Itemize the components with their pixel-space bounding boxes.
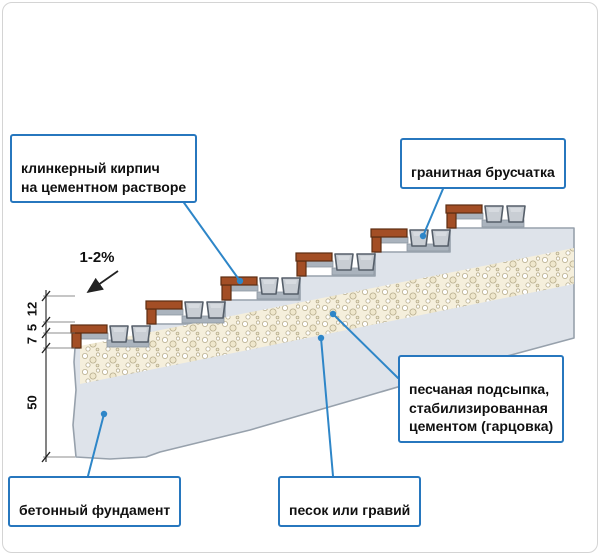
callout-sand-bedding-label: песчаная подсыпка, стабилизированная цем… bbox=[409, 381, 554, 435]
leader-dot bbox=[100, 410, 108, 418]
callout-granite-pavers: гранитная брусчатка bbox=[400, 138, 566, 189]
step-finish-6 bbox=[445, 204, 526, 229]
leader-dot bbox=[329, 310, 337, 318]
dimension-tick bbox=[41, 342, 51, 354]
callout-granite-pavers-label: гранитная брусчатка bbox=[411, 164, 555, 181]
dimension-tick bbox=[41, 290, 51, 302]
sand-cement-band bbox=[80, 248, 574, 384]
callout-sand-or-gravel-label: песок или гравий bbox=[289, 502, 411, 519]
step-finish-5 bbox=[370, 228, 451, 253]
dimension-tick bbox=[41, 451, 51, 463]
callout-concrete-foundation-label: бетонный фундамент bbox=[19, 502, 171, 519]
dimension-value-50: 50 bbox=[24, 395, 39, 409]
dimension-tick bbox=[41, 316, 51, 328]
dimension-value-5: 5 bbox=[24, 324, 39, 331]
leader-sand-bedding bbox=[332, 313, 399, 379]
leader-sand-or-gravel bbox=[320, 337, 334, 477]
slope-arrow bbox=[86, 270, 119, 294]
slope-annotation: 1-2% bbox=[79, 249, 119, 294]
step-finish-3 bbox=[220, 276, 301, 301]
callout-clinker-brick: клинкерный кирпич на цементном растворе bbox=[10, 134, 198, 204]
leader-concrete-foundation bbox=[87, 413, 105, 477]
step-finish-4 bbox=[295, 252, 376, 277]
dimension-tick bbox=[41, 327, 51, 339]
callout-sand-bedding: песчаная подсыпка, стабилизированная цем… bbox=[398, 355, 565, 443]
slope-value: 1-2% bbox=[79, 249, 114, 266]
callout-clinker-brick-label: клинкерный кирпич на цементном растворе bbox=[21, 160, 187, 195]
step-finish-2 bbox=[145, 300, 226, 325]
callout-sand-or-gravel: песок или гравий bbox=[278, 476, 422, 527]
leader-dot bbox=[419, 232, 427, 240]
dimension-chain: 12 5 7 50 bbox=[24, 290, 75, 463]
dimension-value-7: 7 bbox=[24, 337, 39, 344]
leader-dot bbox=[236, 277, 244, 285]
leader-dot bbox=[317, 334, 325, 342]
callout-concrete-foundation: бетонный фундамент bbox=[8, 476, 182, 527]
step-finish-1 bbox=[70, 324, 151, 349]
dimension-value-12: 12 bbox=[24, 302, 39, 316]
